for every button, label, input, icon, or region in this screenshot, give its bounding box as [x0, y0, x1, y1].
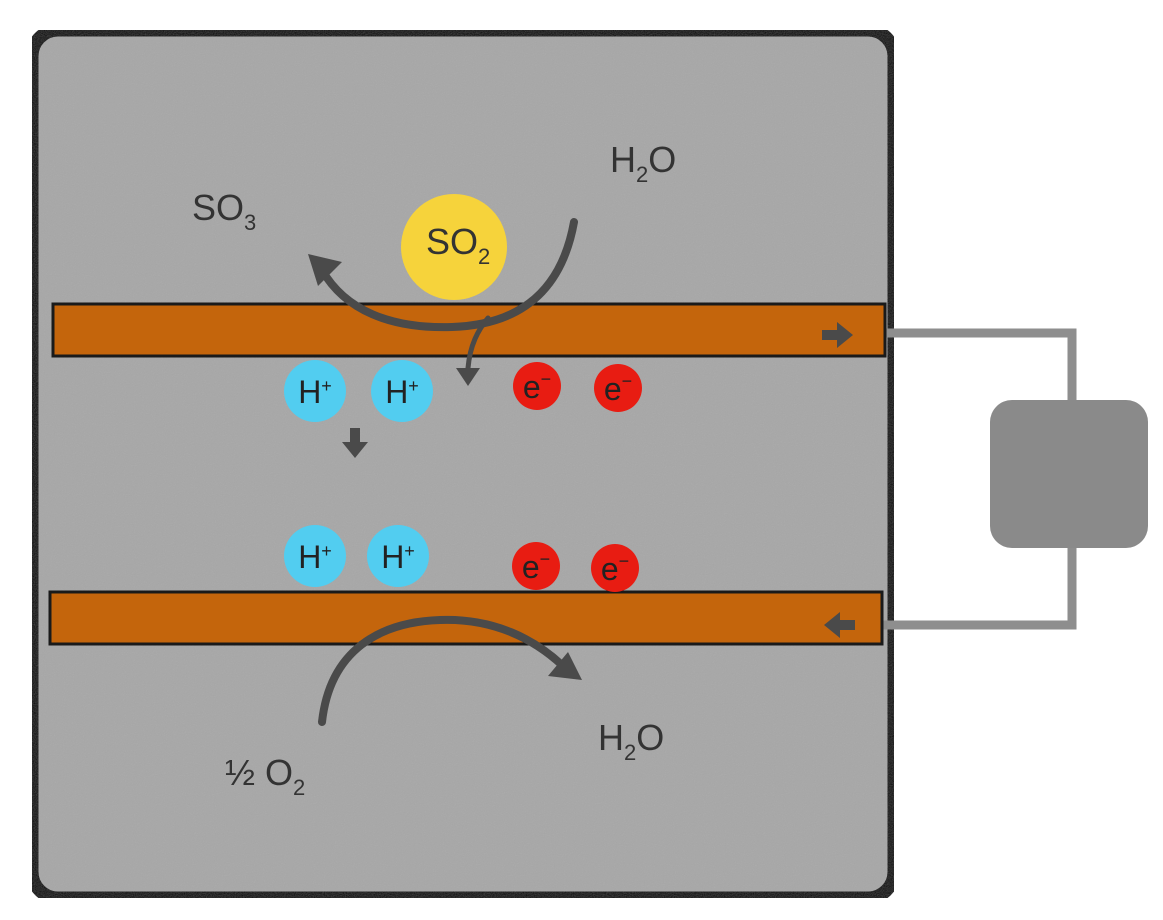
proton-release-arrowhead-icon — [456, 368, 480, 386]
proton-particle — [367, 525, 429, 587]
external-circuit-wire — [862, 328, 1077, 630]
electron-in-arrow-icon — [824, 612, 855, 638]
proton-migration-arrow-icon — [342, 428, 368, 458]
proton-particle — [284, 525, 346, 587]
cell-chamber — [25, 23, 901, 905]
anode-reaction-arrow-icon — [318, 218, 578, 332]
anode-electrode — [51, 302, 887, 358]
external-load-device — [990, 400, 1148, 548]
so2-molecule — [401, 194, 507, 300]
proton-release-arrow-icon — [465, 315, 491, 371]
h2o-top-label: H2O — [610, 139, 676, 187]
so2-label: SO2 — [426, 221, 490, 269]
electron-particle — [512, 542, 560, 590]
electron-label: e− — [523, 369, 551, 405]
electron-particle — [594, 364, 642, 412]
electron-particle — [591, 544, 639, 592]
cathode-reaction-arrow-icon — [318, 615, 566, 726]
proton-label: H+ — [381, 539, 415, 575]
proton-label: H+ — [298, 539, 332, 575]
proton-label: H+ — [298, 374, 332, 410]
so3-label: SO3 — [192, 187, 256, 235]
proton-label: H+ — [385, 374, 419, 410]
electron-out-arrow-icon — [822, 322, 853, 348]
proton-particle — [284, 360, 346, 422]
electron-label: e− — [601, 551, 629, 587]
so3-arrowhead-icon — [308, 254, 342, 286]
electron-label: e− — [604, 371, 632, 407]
h2o-arrowhead-icon — [548, 652, 582, 680]
half-o2-label: ½ O2 — [225, 752, 305, 800]
proton-particle — [371, 360, 433, 422]
electron-particle — [513, 362, 561, 410]
h2o-bottom-label: H2O — [598, 717, 664, 765]
electron-label: e− — [522, 549, 550, 585]
